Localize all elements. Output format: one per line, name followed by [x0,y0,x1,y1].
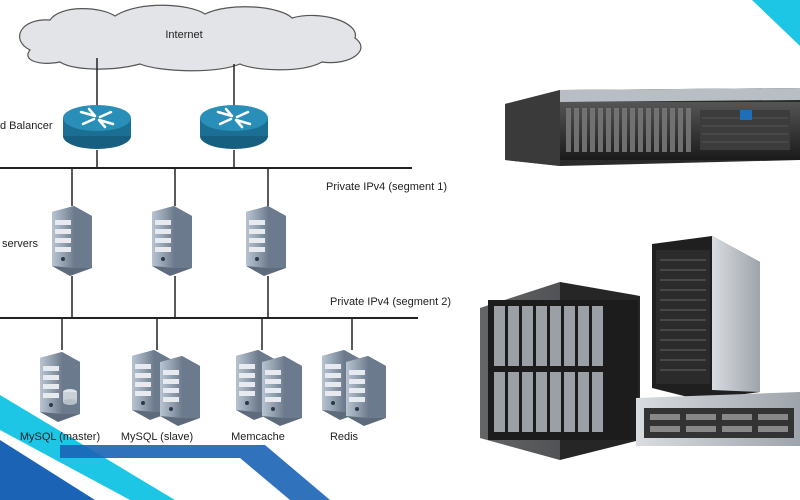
internet-cloud [19,4,362,72]
corner-accent-bottom-left-blue [0,440,95,500]
corner-accent-bottom-left-stroke [60,445,330,500]
segment2-label: Private IPv4 (segment 2) [330,296,451,308]
db-node-mysql-slave [132,350,200,426]
server-icon [246,206,286,276]
db-node-label: Memcache [231,431,285,443]
segment1-label: Private IPv4 (segment 1) [326,181,447,193]
server-icon [52,206,92,276]
db-node-label: Redis [330,431,359,443]
server-icon [262,356,302,426]
corner-accent-top-right [752,0,800,46]
blade-and-tower-server-image [480,236,800,460]
internet-label: Internet [165,29,202,41]
servers-label: servers [2,238,39,250]
router-icon [198,103,270,151]
db-node-memcache [236,350,302,426]
db-node-label: MySQL (master) [20,431,100,443]
rack-server-image [505,88,800,166]
database-server-icon [40,352,80,422]
db-node-redis [322,350,386,426]
db-node-label: MySQL (slave) [121,431,193,443]
database-server-icon [160,356,200,426]
server-icon [346,356,386,426]
load-balancer-label: d Balancer [0,120,53,132]
router-icon [61,103,133,151]
db-node-mysql-master [40,352,80,422]
server-icon [152,206,192,276]
